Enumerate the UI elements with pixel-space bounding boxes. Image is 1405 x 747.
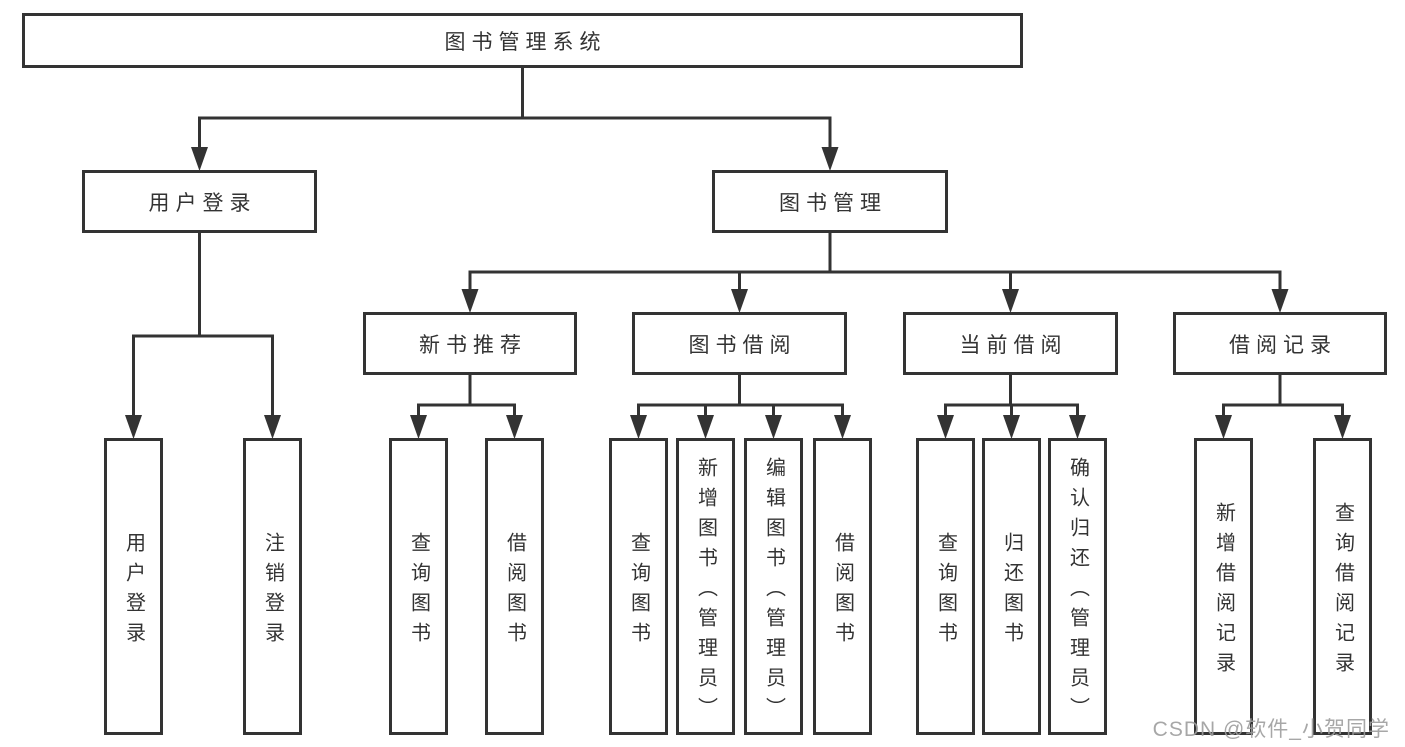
node-box-leaf-borrow-book-1: 借阅图书 (485, 438, 544, 735)
node-label-leaf-user-login: 用户登录 (122, 531, 145, 652)
arrowhead-icon-leaf-return-book (1003, 415, 1020, 439)
node-box-book-mgmt: 图书管理 (712, 170, 948, 233)
node-box-leaf-query-book-1: 查询图书 (389, 438, 448, 735)
node-box-leaf-logout: 注销登录 (243, 438, 302, 735)
arrowhead-icon-book-mgmt (821, 147, 839, 171)
arrowhead-icon-leaf-user-login (125, 415, 142, 439)
arrowhead-icon-new-book-rec (461, 289, 479, 313)
node-label-leaf-confirm-return: 确认归还（管理员） (1066, 456, 1089, 727)
arrowhead-icon-leaf-query-book-1 (410, 415, 427, 439)
node-box-leaf-query-book-3: 查询图书 (916, 438, 975, 735)
node-label-user-login: 用户登录 (148, 191, 257, 215)
arrowhead-icon-user-login (191, 147, 208, 171)
node-label-leaf-query-borrow-record: 查询借阅记录 (1331, 501, 1354, 682)
node-box-leaf-user-login: 用户登录 (104, 438, 163, 735)
node-label-root: 图书管理系统 (444, 30, 607, 54)
arrowhead-icon-leaf-confirm-return (1069, 415, 1086, 439)
arrowhead-icon-leaf-logout (264, 415, 281, 439)
arrowhead-icon-borrow-records (1271, 289, 1289, 313)
node-label-leaf-borrow-book-2: 借阅图书 (831, 531, 854, 652)
node-label-leaf-borrow-book-1: 借阅图书 (503, 531, 526, 652)
node-box-book-borrow: 图书借阅 (632, 312, 847, 375)
arrowhead-icon-current-borrow (1002, 289, 1019, 313)
node-label-current-borrow: 当前借阅 (959, 333, 1068, 357)
node-label-book-mgmt: 图书管理 (779, 191, 887, 215)
node-box-new-book-rec: 新书推荐 (363, 312, 577, 375)
arrowhead-icon-leaf-query-book-3 (937, 415, 954, 439)
node-box-leaf-borrow-book-2: 借阅图书 (813, 438, 872, 735)
node-label-leaf-add-book: 新增图书（管理员） (694, 456, 717, 727)
node-box-borrow-records: 借阅记录 (1173, 312, 1387, 375)
node-label-leaf-query-book-3: 查询图书 (934, 531, 957, 652)
node-box-leaf-return-book: 归还图书 (982, 438, 1041, 735)
arrowhead-icon-book-borrow (731, 289, 748, 313)
node-label-borrow-records: 借阅记录 (1229, 333, 1337, 357)
arrowhead-icon-leaf-borrow-book-2 (834, 415, 851, 439)
node-label-new-book-rec: 新书推荐 (419, 333, 527, 357)
node-box-root: 图书管理系统 (22, 13, 1023, 68)
node-label-leaf-add-borrow-record: 新增借阅记录 (1212, 501, 1235, 682)
node-box-current-borrow: 当前借阅 (903, 312, 1118, 375)
node-label-leaf-query-book-2: 查询图书 (627, 531, 650, 652)
node-label-leaf-logout: 注销登录 (261, 531, 284, 652)
node-label-book-borrow: 图书借阅 (688, 333, 797, 357)
watermark: CSDN @软件_小贺同学 (1152, 718, 1390, 741)
arrowhead-icon-leaf-add-borrow-record (1215, 415, 1232, 439)
arrowhead-icon-leaf-borrow-book-1 (506, 415, 523, 439)
arrowhead-icon-leaf-query-borrow-record (1334, 415, 1351, 439)
arrowhead-icon-leaf-query-book-2 (630, 415, 647, 439)
node-box-leaf-confirm-return: 确认归还（管理员） (1048, 438, 1107, 735)
node-label-leaf-return-book: 归还图书 (1000, 531, 1023, 652)
node-box-leaf-add-book: 新增图书（管理员） (676, 438, 735, 735)
node-box-leaf-query-borrow-record: 查询借阅记录 (1313, 438, 1372, 735)
node-box-user-login: 用户登录 (82, 170, 317, 233)
arrowhead-icon-leaf-edit-book (765, 415, 782, 439)
arrowhead-icon-leaf-add-book (697, 415, 714, 439)
node-box-leaf-add-borrow-record: 新增借阅记录 (1194, 438, 1253, 735)
node-label-leaf-edit-book: 编辑图书（管理员） (762, 456, 785, 727)
node-label-leaf-query-book-1: 查询图书 (407, 531, 430, 652)
node-box-leaf-edit-book: 编辑图书（管理员） (744, 438, 803, 735)
node-box-leaf-query-book-2: 查询图书 (609, 438, 668, 735)
